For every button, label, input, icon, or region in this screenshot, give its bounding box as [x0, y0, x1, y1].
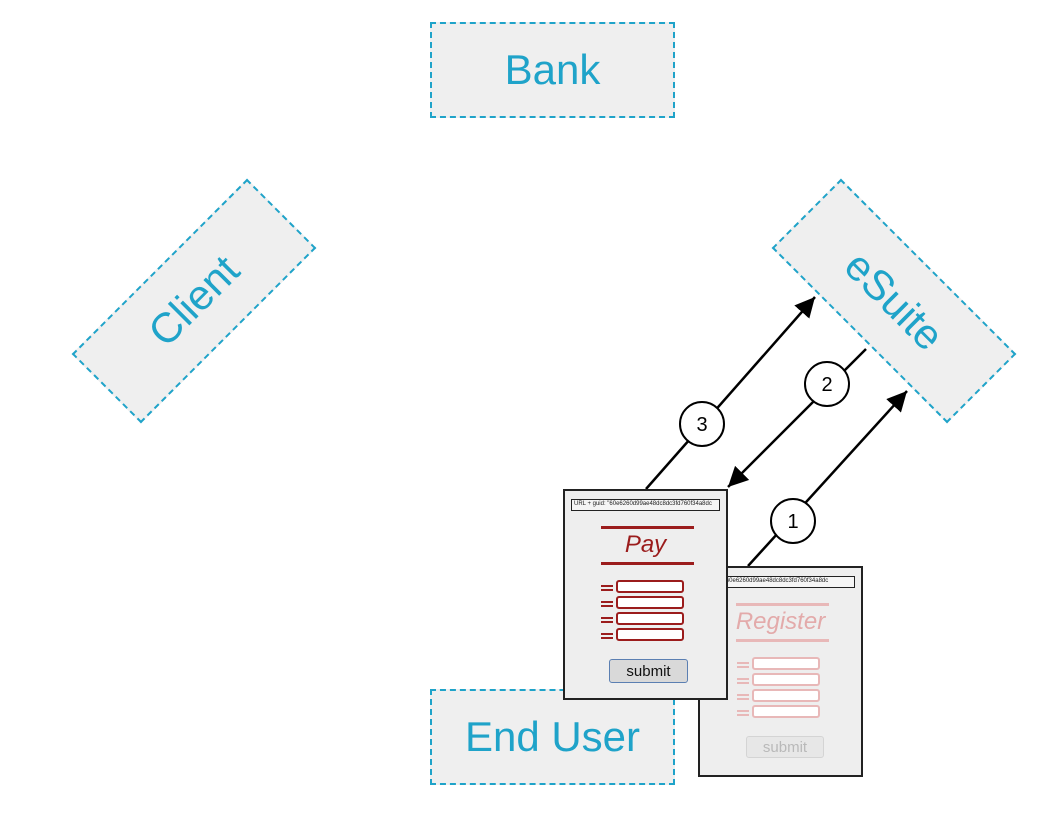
pay-title: Pay — [624, 531, 667, 558]
register-field-4[interactable] — [752, 705, 820, 718]
pay-field-marker — [601, 617, 613, 623]
pay-field-2[interactable] — [616, 596, 684, 609]
pay-field-marker — [601, 601, 613, 607]
pay-field-marker — [601, 633, 613, 639]
pay-title-rule-top — [601, 526, 694, 529]
register-field-marker — [737, 662, 749, 668]
step-marker-3-label: 3 — [696, 414, 707, 436]
step-marker-1: 1 — [770, 498, 816, 544]
step-marker-3: 3 — [679, 401, 725, 447]
end-user-node: End User — [430, 689, 675, 785]
end-user-label: End User — [464, 713, 641, 760]
register-field-1[interactable] — [752, 657, 820, 670]
step-marker-2-label: 2 — [821, 374, 832, 396]
pay-field-marker — [601, 585, 613, 591]
register-field-marker — [737, 694, 749, 700]
bank-label: Bank — [504, 46, 601, 93]
register-title: Register — [735, 608, 826, 635]
pay-form: URL + guid: "60e6260d99ae48dc8dc3fd760f3… — [563, 489, 728, 700]
pay-field-1[interactable] — [616, 580, 684, 593]
arrow-step-3 — [645, 296, 816, 490]
bank-node: Bank — [430, 22, 675, 118]
register-url-bar: guid: "60e6260d99ae48dc8dc3fd760f34a8dc — [706, 576, 855, 588]
pay-title-rule-bottom — [601, 562, 694, 565]
pay-field-4[interactable] — [616, 628, 684, 641]
pay-url-bar: URL + guid: "60e6260d99ae48dc8dc3fd760f3… — [571, 499, 720, 511]
arrow-step-2 — [727, 348, 867, 488]
register-field-2[interactable] — [752, 673, 820, 686]
step-marker-2: 2 — [804, 361, 850, 407]
register-title-rule-top — [736, 603, 829, 606]
register-field-marker — [737, 678, 749, 684]
register-submit-button[interactable]: submit — [746, 736, 824, 758]
pay-field-3[interactable] — [616, 612, 684, 625]
step-marker-1-label: 1 — [787, 511, 798, 533]
pay-submit-button[interactable]: submit — [609, 659, 688, 683]
register-field-3[interactable] — [752, 689, 820, 702]
register-field-marker — [737, 710, 749, 716]
arrow-step-1 — [747, 390, 908, 567]
register-title-rule-bottom — [736, 639, 829, 642]
